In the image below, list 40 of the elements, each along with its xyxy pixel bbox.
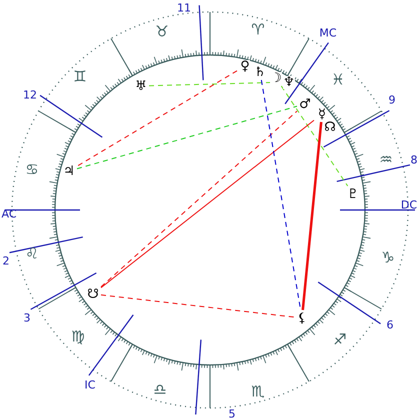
house-number: 8 [410, 154, 418, 166]
planet-symbol: ☋ [87, 288, 99, 300]
house-number: MC [319, 28, 337, 38]
planet-symbol: ♀ [240, 60, 250, 72]
house-number: 3 [24, 312, 30, 324]
house-number: DC [400, 200, 418, 210]
zodiac-sign-symbol: ♏ [251, 384, 265, 400]
house-number: 5 [228, 408, 236, 420]
house-number: 11 [177, 2, 191, 14]
aspect-line [100, 294, 294, 318]
aspect-line [76, 106, 298, 170]
zodiac-sign-symbol: ♎ [153, 382, 167, 398]
house-number: 2 [2, 256, 10, 266]
planet-symbol: ♅ [135, 80, 147, 92]
aspect-line [302, 122, 322, 310]
zodiac-sign-symbol: ♋ [25, 162, 39, 178]
house-number: IC [84, 380, 96, 390]
zodiac-sign-symbol: ♓ [331, 72, 345, 88]
zodiac-sign-symbol: ♑ [381, 250, 395, 266]
house-number: 6 [386, 320, 394, 330]
planet-symbol: ♆ [283, 76, 295, 88]
zodiac-sign-symbol: ♍ [71, 330, 85, 344]
house-number: 9 [388, 94, 396, 106]
house-number: 12 [23, 90, 37, 100]
zodiac-sign-symbol: ♉ [155, 24, 169, 40]
zodiac-sign-symbol: ♈ [251, 22, 265, 38]
planet-symbol: ☊ [324, 120, 336, 134]
zodiac-sign-symbol: ♊ [73, 70, 87, 84]
zodiac-sign-symbol: ♒ [379, 152, 393, 168]
planet-symbol: ♂ [299, 98, 311, 110]
planet-symbol: ♃ [63, 164, 75, 178]
zodiac-sign-symbol: ♐ [333, 332, 347, 348]
aspect-line [76, 70, 238, 167]
planet-symbol: ♇ [347, 188, 359, 200]
planet-symbol: ♄ [254, 66, 266, 78]
zodiac-sign-symbol: ♌ [25, 246, 39, 262]
planet-symbol: ⚸ [297, 312, 307, 324]
planet-symbol: ☿ [318, 108, 326, 120]
aspect-line [280, 86, 348, 186]
planet-symbol: ☽ [270, 72, 282, 84]
